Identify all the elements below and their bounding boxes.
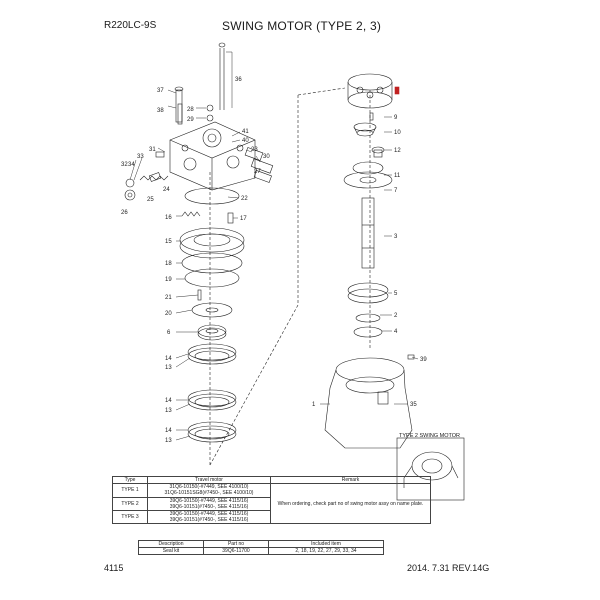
callout-21: 21: [165, 295, 172, 301]
callout-32: 32: [121, 162, 128, 168]
callout-15: 15: [165, 239, 172, 245]
callout-33: 33: [137, 154, 144, 160]
callout-27: 27: [254, 169, 261, 175]
page-title: SWING MOTOR (TYPE 2, 3): [222, 19, 382, 33]
callout-30: 30: [263, 154, 270, 160]
model-label: R220LC-9S: [104, 20, 157, 31]
callout-29: 29: [187, 117, 194, 123]
callout-24: 24: [163, 187, 170, 193]
callout-14-b: 14: [165, 398, 172, 404]
type-table-remark: When ordering, check part no of swing mo…: [270, 483, 431, 525]
callout-3: 3: [394, 234, 398, 240]
type-table: Type Travel motor Remark TYPE 1 31Q6-101…: [112, 475, 431, 525]
callout-18: 18: [165, 261, 172, 267]
inset-title: TYPE 2 SWING MOTOR: [399, 433, 461, 439]
callout-5: 5: [394, 291, 398, 297]
type-row-3-type: TYPE 3: [112, 510, 148, 525]
type-row-2-type: TYPE 2: [112, 496, 148, 512]
callout-41: 41: [242, 129, 249, 135]
type-row-2-motor: 39Q6-10150(-#7449, SEE 4115/16) 39Q6-101…: [147, 496, 271, 512]
callout-13-c: 13: [165, 438, 172, 444]
callout-2: 2: [394, 313, 398, 319]
seal-kit-table: Description Part no Included item Seal k…: [138, 539, 384, 556]
callout-39: 39: [420, 357, 427, 363]
callout-38: 38: [157, 108, 164, 114]
callout-20: 20: [165, 311, 172, 317]
callout-40: 40: [242, 138, 249, 144]
callout-16: 16: [165, 215, 172, 221]
callout-17: 17: [240, 216, 247, 222]
callout-12: 12: [394, 148, 401, 154]
type-row-3-motor: 39Q6-10150(-#7449, SEE 4115/16) 39Q6-101…: [147, 510, 271, 525]
type-table-header-type: Type: [112, 475, 148, 485]
callout-7: 7: [394, 188, 398, 194]
kit-header-part-no: Part no: [203, 539, 269, 549]
callout-34: 34: [128, 162, 135, 168]
callout-13-b: 13: [165, 408, 172, 414]
callout-labels: 36 37 38 28 29 41 40 31 33 34 32 23 30 2…: [121, 77, 427, 444]
callout-26: 26: [121, 210, 128, 216]
kit-included-items: 2, 18, 19, 22, 27, 29, 33, 34: [268, 547, 384, 556]
highlight-marker: [394, 86, 400, 95]
kit-description: Seal kit: [138, 547, 204, 556]
callout-14-a: 14: [165, 356, 172, 362]
kit-header-description: Description: [138, 539, 204, 549]
callout-4: 4: [394, 329, 398, 335]
callout-37: 37: [157, 88, 164, 94]
callout-22: 22: [241, 196, 248, 202]
callout-1: 1: [312, 402, 316, 408]
kit-header-included: Included item: [268, 539, 384, 549]
callout-36: 36: [235, 77, 242, 83]
callout-35: 35: [410, 402, 417, 408]
page-number: 4115: [104, 563, 124, 573]
type-table-header-motor: Travel motor: [147, 475, 271, 485]
type-row-1-motor: 31Q6-10150(-#7449, SEE 4100/10) 31Q6-101…: [147, 483, 271, 498]
callout-9: 9: [394, 115, 398, 121]
callout-11: 11: [394, 173, 401, 179]
callout-28: 28: [187, 107, 194, 113]
callout-10: 10: [394, 130, 401, 136]
type-table-header-remark: Remark: [270, 475, 431, 485]
callout-23: 23: [251, 147, 258, 153]
callout-25: 25: [147, 197, 154, 203]
revision-date: 2014. 7.31 REV.14G: [407, 563, 490, 573]
callout-31: 31: [149, 147, 156, 153]
callout-6: 6: [167, 330, 171, 336]
type-row-1-type: TYPE 1: [112, 483, 148, 498]
callout-19: 19: [165, 277, 172, 283]
callout-14-c: 14: [165, 428, 172, 434]
callout-13-a: 13: [165, 365, 172, 371]
kit-part-no: 39Q6-11700: [203, 547, 269, 556]
